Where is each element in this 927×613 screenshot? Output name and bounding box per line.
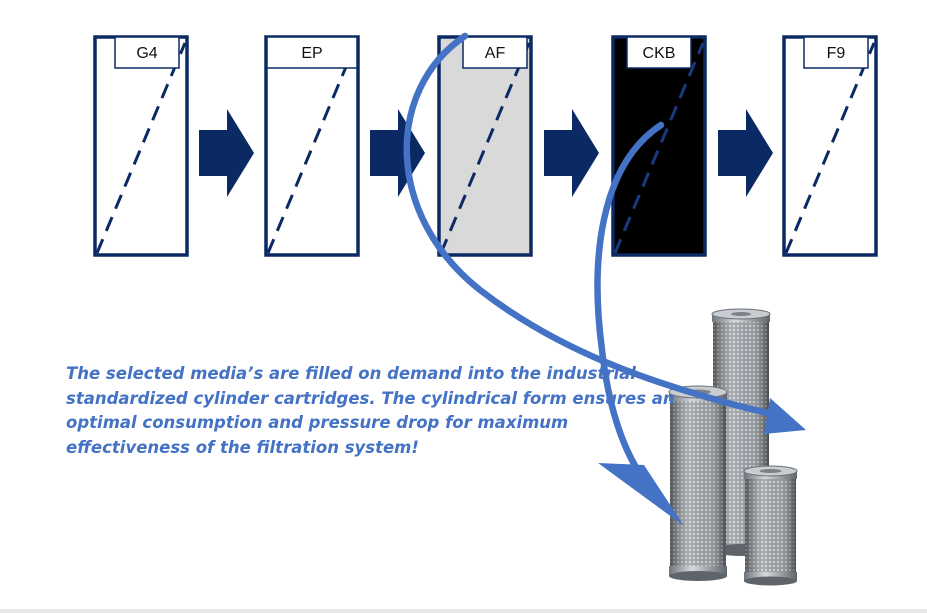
cylinder-cartridge-icon <box>743 465 798 586</box>
caption-line: The selected media’s are filled on deman… <box>66 364 636 383</box>
media-diagonal-line <box>784 42 876 254</box>
right-block-arrow-icon <box>370 109 425 197</box>
filter-stage-ckb: CKB <box>611 35 707 257</box>
caption-line: standardized cylinder cartridges. The cy… <box>66 388 675 408</box>
right-block-arrow-icon <box>199 109 254 197</box>
stage-label-box <box>626 36 692 69</box>
right-block-arrow-icon <box>544 109 599 197</box>
media-diagonal-line <box>439 42 531 254</box>
stage-label: F9 <box>827 45 846 62</box>
stage-label-box <box>266 36 358 69</box>
filter-stage-af: AF <box>437 35 533 257</box>
stage-label-box <box>803 36 869 69</box>
media-diagonal-line <box>95 42 187 254</box>
flow-arrow-ckb-to-cartridge <box>594 121 665 502</box>
caption-line: effectiveness of the filtration system! <box>66 437 419 457</box>
description-caption: The selected media’s are filled on deman… <box>66 362 675 460</box>
footer-divider <box>0 609 927 613</box>
flow-arrowhead-icon <box>598 463 684 526</box>
caption-line: optimal consumption and pressure drop fo… <box>66 413 569 432</box>
flow-arrow-af-to-cartridge <box>403 32 784 420</box>
stage-label: G4 <box>136 45 157 62</box>
stage-label: AF <box>485 45 506 62</box>
media-diagonal-line <box>266 42 358 254</box>
filter-stage-ep: EP <box>264 35 360 257</box>
flow-arrowhead-icon <box>764 398 806 434</box>
right-block-arrow-icon <box>718 109 773 197</box>
filter-stage-f9: F9 <box>782 35 878 257</box>
stage-label: CKB <box>643 45 676 62</box>
stage-label-box <box>114 36 180 69</box>
stage-label: EP <box>301 45 322 62</box>
stage-label-box <box>462 36 528 69</box>
cylinder-cartridge-icon <box>668 385 728 581</box>
media-diagonal-line <box>613 42 705 254</box>
filter-stage-g4: G4 <box>93 35 189 257</box>
